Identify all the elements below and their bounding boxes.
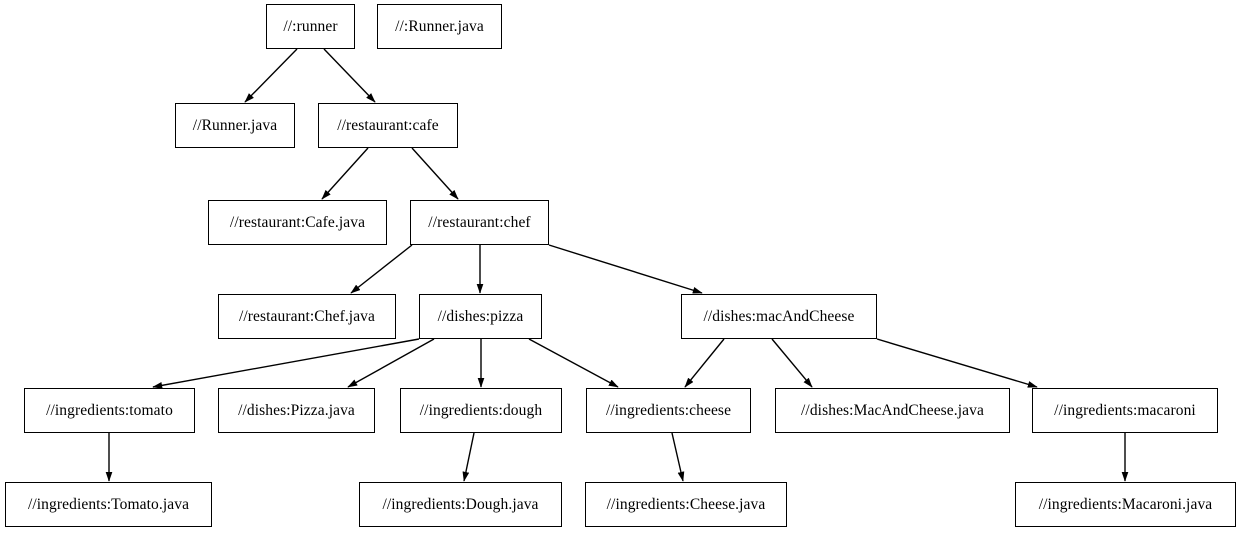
graph-node-runner_java_root[interactable]: //:Runner.java — [377, 4, 502, 49]
graph-node-label: //:runner — [283, 17, 338, 35]
graph-node-label: //restaurant:chef — [428, 213, 531, 231]
graph-node-label: //ingredients:Macaroni.java — [1038, 495, 1213, 513]
graph-edges — [105, 48, 1129, 482]
graph-node-ingredients_tomato[interactable]: //ingredients:tomato — [24, 388, 195, 433]
graph-node-label: //restaurant:cafe — [337, 116, 439, 134]
graph-node-label: //ingredients:cheese — [605, 401, 732, 419]
graph-node-ingredients_cheese[interactable]: //ingredients:cheese — [586, 388, 751, 433]
graph-node-label: //ingredients:Tomato.java — [27, 495, 190, 513]
graph-edge-dishes_macandcheese-to-ingredients_cheese — [684, 338, 725, 388]
graph-node-label: //ingredients:dough — [419, 401, 543, 419]
graph-node-ingredients_macaroni_java[interactable]: //ingredients:Macaroni.java — [1015, 482, 1236, 527]
graph-node-runner_java[interactable]: //Runner.java — [175, 103, 295, 148]
graph-node-restaurant_cafe_java[interactable]: //restaurant:Cafe.java — [208, 200, 387, 245]
graph-edge-ingredients_cheese-to-ingredients_cheese_java — [671, 432, 685, 482]
graph-node-ingredients_cheese_java[interactable]: //ingredients:Cheese.java — [585, 482, 787, 527]
graph-node-label: //ingredients:macaroni — [1054, 401, 1196, 419]
graph-edge-runner_target-to-runner_java — [244, 48, 298, 103]
graph-edge-dishes_macandcheese-to-ingredients_macaroni — [876, 338, 1038, 388]
graph-edge-restaurant_chef-to-restaurant_chef_java — [350, 244, 413, 294]
graph-node-restaurant_chef_java[interactable]: //restaurant:Chef.java — [218, 294, 396, 339]
graph-node-dishes_pizza[interactable]: //dishes:pizza — [419, 294, 542, 339]
graph-node-runner_target[interactable]: //:runner — [266, 4, 355, 49]
graph-node-dishes_pizza_java[interactable]: //dishes:Pizza.java — [218, 388, 375, 433]
graph-node-dishes_macandcheese[interactable]: //dishes:macAndCheese — [681, 294, 877, 339]
graph-node-label: //dishes:macAndCheese — [703, 307, 855, 325]
graph-edge-dishes_pizza-to-ingredients_cheese — [528, 338, 619, 388]
graph-edge-restaurant_cafe-to-restaurant_chef — [411, 147, 459, 200]
graph-node-label: //dishes:pizza — [437, 307, 524, 325]
graph-edge-runner_target-to-restaurant_cafe — [323, 48, 376, 103]
graph-edge-ingredients_dough-to-ingredients_dough_java — [462, 432, 475, 482]
graph-node-label: //ingredients:tomato — [46, 401, 173, 419]
graph-node-ingredients_macaroni[interactable]: //ingredients:macaroni — [1032, 388, 1218, 433]
graph-node-label: //Runner.java — [192, 116, 278, 134]
graph-node-ingredients_dough[interactable]: //ingredients:dough — [400, 388, 562, 433]
graph-node-ingredients_tomato_java[interactable]: //ingredients:Tomato.java — [5, 482, 212, 527]
graph-node-label: //dishes:MacAndCheese.java — [801, 401, 984, 419]
graph-node-ingredients_dough_java[interactable]: //ingredients:Dough.java — [359, 482, 562, 527]
graph-node-label: //restaurant:Chef.java — [238, 307, 376, 325]
graph-edge-dishes_macandcheese-to-dishes_macandcheese_java — [771, 338, 813, 388]
graph-edge-restaurant_cafe-to-restaurant_cafe_java — [321, 147, 369, 200]
graph-node-restaurant_chef[interactable]: //restaurant:chef — [410, 200, 549, 245]
graph-node-restaurant_cafe[interactable]: //restaurant:cafe — [318, 103, 458, 148]
graph-node-label: //dishes:Pizza.java — [238, 401, 355, 419]
graph-edge-dishes_pizza-to-ingredients_tomato — [152, 338, 420, 389]
graph-node-label: //:Runner.java — [395, 17, 484, 35]
graph-node-label: //restaurant:Cafe.java — [229, 213, 366, 231]
graph-node-label: //ingredients:Cheese.java — [606, 495, 766, 513]
graph-node-dishes_macandcheese_java[interactable]: //dishes:MacAndCheese.java — [775, 388, 1010, 433]
graph-edge-dishes_pizza-to-dishes_pizza_java — [347, 338, 435, 388]
graph-node-label: //ingredients:Dough.java — [382, 495, 539, 513]
graph-edge-restaurant_chef-to-dishes_macandcheese — [548, 244, 703, 294]
